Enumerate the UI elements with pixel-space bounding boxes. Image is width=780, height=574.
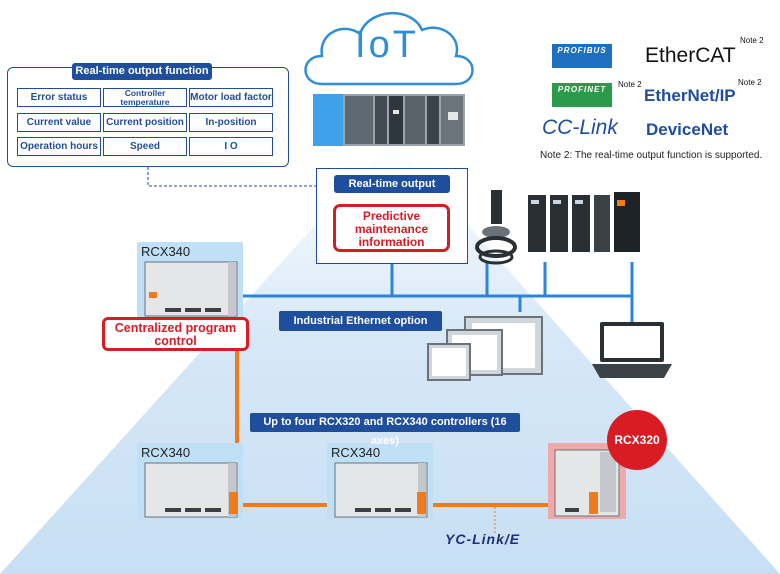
predictive-maintenance-box: Predictive maintenance information — [333, 204, 450, 252]
rcx340-bottom-mid-label: RCX340 — [331, 445, 381, 460]
rcx320-controller — [548, 443, 626, 519]
ethercat-note: Note 2 — [740, 36, 764, 45]
in-position-item: In-position — [189, 113, 273, 132]
note-text: Note 2: The real-time output function is… — [540, 150, 763, 161]
profinet-text: PROFINET — [557, 85, 607, 94]
operation-hours-item: Operation hours — [17, 137, 101, 156]
industrial-ethernet-label: Industrial Ethernet option — [279, 311, 442, 331]
realtime-function-title: Real-time output function — [72, 63, 212, 80]
rcx320-badge: RCX320 — [607, 410, 667, 470]
touch-panels-icon — [427, 316, 543, 381]
error-status-item: Error status — [17, 88, 101, 107]
cclink-logo: CC-Link — [542, 116, 618, 139]
controller-temperature-item: Controller temperature — [103, 88, 187, 107]
laptop-icon — [592, 322, 672, 378]
profibus-logo: PROFIBUS — [552, 44, 612, 68]
vision-camera-icon — [475, 190, 517, 265]
rcx340-top-label: RCX340 — [141, 244, 191, 259]
devicenet-logo: DeviceNet — [646, 120, 729, 139]
rcx340-bottom-left-controller — [137, 443, 243, 519]
current-value-item: Current value — [17, 113, 101, 132]
yclink-logo: YC-Link/E — [445, 531, 521, 547]
centralized-control-box: Centralized program control — [102, 317, 249, 351]
current-position-item: Current position — [103, 113, 187, 132]
profinet-logo: PROFINET — [552, 83, 612, 107]
iot-label: IoT — [355, 24, 419, 66]
rcx340-bottom-mid-controller — [327, 443, 433, 519]
profibus-text: PROFIBUS — [557, 46, 607, 55]
speed-item: Speed — [103, 137, 187, 156]
ethercat-logo: EtherCAT — [645, 44, 736, 67]
rcx340-top-controller — [137, 242, 243, 318]
ethernetip-note: Note 2 — [738, 78, 762, 87]
ethernetip-logo: EtherNet/IP — [644, 86, 736, 105]
plc-rack-icon — [313, 94, 465, 146]
servo-drives-icon — [528, 192, 640, 252]
profinet-note: Note 2 — [618, 80, 642, 89]
rcx340-bottom-left-label: RCX340 — [141, 445, 191, 460]
realtime-output-title: Real-time output — [334, 175, 450, 193]
motor-load-factor-item: Motor load factor — [189, 88, 273, 107]
io-item: I O — [189, 137, 273, 156]
cloud-icon — [304, 12, 474, 86]
controllers-banner: Up to four RCX320 and RCX340 controllers… — [250, 413, 520, 447]
